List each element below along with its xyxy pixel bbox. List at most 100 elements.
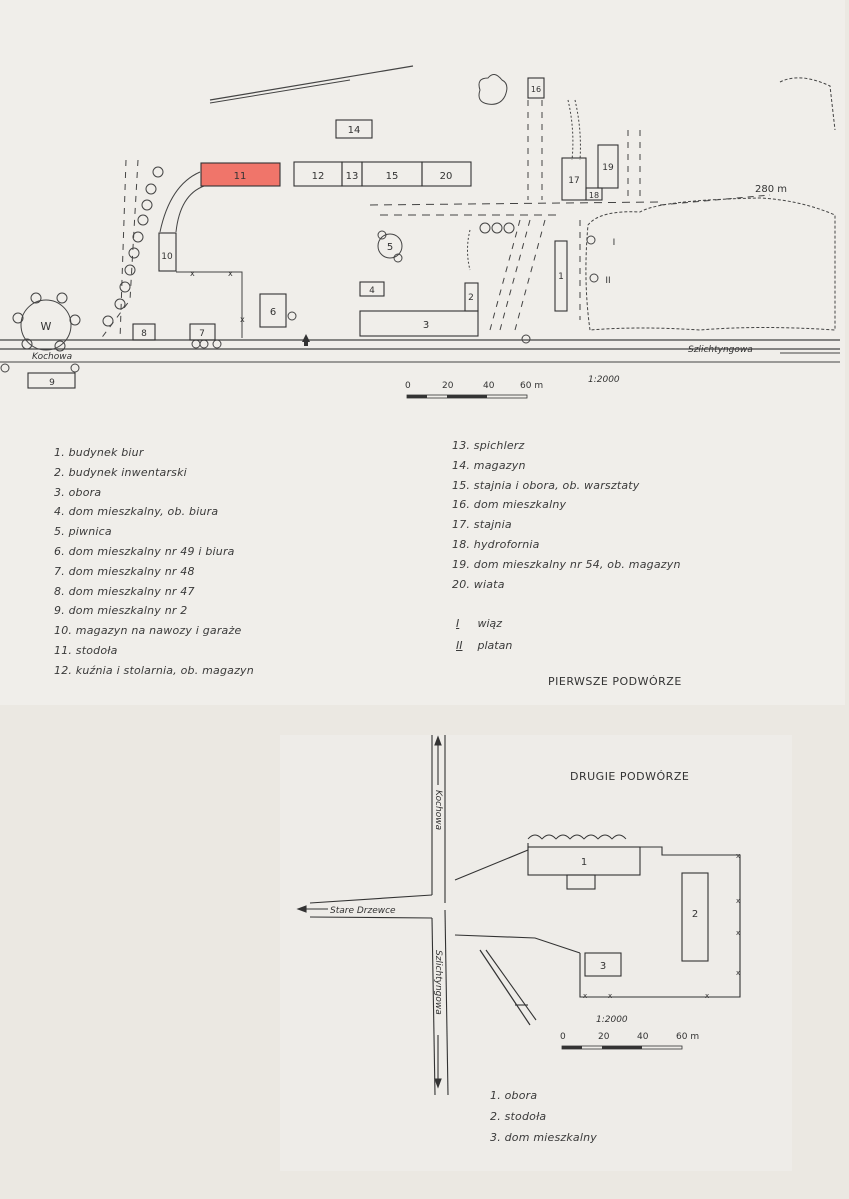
label-19: 19	[602, 163, 614, 173]
label-9: 9	[49, 378, 55, 388]
tree-number: II	[456, 639, 463, 652]
label-13: 13	[346, 171, 359, 182]
legend-item: 9. dom mieszkalny nr 2	[54, 604, 188, 618]
legend-item: 4. dom mieszkalny, ob. biura	[54, 505, 219, 519]
legend-item: 6. dom mieszkalny nr 49 i biura	[54, 544, 235, 558]
label-b2: 2	[692, 909, 698, 920]
legend-item: 11. stodoła	[54, 643, 118, 657]
legend-item: 17. stajnia	[452, 518, 512, 532]
label-11: 11	[234, 171, 247, 182]
label-b3: 3	[600, 961, 606, 972]
legend-item: 5. piwnica	[54, 525, 112, 539]
label-2: 2	[468, 293, 474, 303]
building-9	[27, 372, 76, 389]
scale-bar-top: 0 20 40 60 m 1:2000	[405, 375, 620, 399]
svg-text:x: x	[240, 315, 245, 324]
building-19	[597, 144, 619, 189]
scale-tick-20: 20	[442, 381, 454, 391]
legend-item: 8. dom mieszkalny nr 47	[54, 584, 195, 598]
legend-right: 13. spichlerz 14. magazyn 15. stajnia i …	[452, 436, 681, 594]
legend-item: 3. dom mieszkalny	[490, 1131, 598, 1144]
svg-text:x: x	[736, 852, 740, 860]
scale-tick-60: 60 m	[676, 1032, 699, 1042]
building-16	[527, 77, 545, 99]
label-3: 3	[423, 320, 429, 331]
svg-text:x: x	[736, 897, 740, 905]
scale-ratio-bottom: 1:2000	[596, 1015, 628, 1025]
legend-item: 13. spichlerz	[452, 439, 525, 452]
label-14: 14	[348, 125, 361, 136]
label-1: 1	[558, 272, 564, 282]
legend-item: 3. obora	[54, 485, 102, 499]
svg-text:x: x	[705, 992, 709, 1000]
scale-bar-bottom: 0 20 40 60 m 1:2000	[560, 1015, 699, 1050]
label-4: 4	[369, 286, 375, 296]
legend-item: 18. hydrofornia	[452, 537, 540, 551]
scale-tick-0: 0	[405, 381, 411, 391]
tree-number: I	[456, 617, 460, 630]
label-5: 5	[387, 242, 393, 253]
svg-text:x: x	[190, 269, 195, 278]
label-8: 8	[141, 329, 147, 339]
building-11	[200, 162, 281, 187]
building-b2	[681, 872, 709, 962]
legend-item: 10. magazyn na nawozy i garaże	[54, 624, 242, 638]
building-18	[585, 187, 603, 201]
building-4	[359, 281, 385, 297]
legend-left: 1. budynek biur 2. budynek inwentarski 3…	[54, 443, 254, 681]
building-10	[158, 232, 177, 272]
label-10: 10	[161, 252, 173, 262]
building-7	[189, 323, 216, 341]
street-kochowa-bottom: Kochowa	[433, 790, 443, 830]
scale-tick-20: 20	[598, 1032, 610, 1042]
street-szlichtyngowa-bottom: Szlichtyngowa	[433, 950, 443, 1015]
label-7: 7	[199, 329, 205, 339]
legend-item: 2. stodoła	[490, 1110, 547, 1123]
svg-text:x: x	[736, 969, 740, 977]
tree-label-1: I	[613, 238, 616, 248]
tree-legend-item: II platan	[456, 635, 512, 657]
legend-item: 7. dom mieszkalny nr 48	[54, 564, 195, 578]
building-3	[359, 310, 479, 337]
legend-item: 19. dom mieszkalny nr 54, ob. magazyn	[452, 557, 681, 571]
svg-text:x: x	[608, 992, 612, 1000]
scale-tick-60: 60 m	[520, 381, 543, 391]
scale-ratio-top: 1:2000	[588, 375, 620, 385]
tree-label-2: II	[605, 276, 610, 286]
building-14	[335, 119, 373, 139]
map-first-courtyard: x x x 11 12 13 15 20 14 16	[0, 65, 840, 399]
svg-text:x: x	[228, 269, 233, 278]
label-20: 20	[440, 171, 453, 182]
title-first-courtyard: PIERWSZE PODWÓRZE	[548, 675, 682, 688]
map-second-courtyard: x x x x x x x 1 2 3 Kochowa Szlichtyngow…	[296, 735, 741, 1096]
label-15: 15	[386, 171, 399, 182]
legend-bottom: 1. obora 2. stodoła 3. dom mieszkalny	[490, 1085, 597, 1148]
street-stare-drzewce: Stare Drzewce	[330, 906, 396, 916]
building-20	[421, 161, 472, 187]
label-6: 6	[270, 307, 276, 318]
title-second-courtyard: DRUGIE PODWÓRZE	[570, 770, 690, 783]
tree-legend: I wiąz II platan	[456, 613, 512, 657]
legend-item: 14. magazyn	[452, 458, 526, 472]
scale-tick-40: 40	[637, 1032, 649, 1042]
tree-name: platan	[477, 639, 513, 652]
tree-name: wiąz	[477, 617, 503, 630]
label-12: 12	[312, 171, 325, 182]
legend-item: 12. kuźnia i stolarnia, ob. magazyn	[54, 663, 254, 677]
label-17: 17	[568, 176, 579, 186]
building-17	[561, 157, 587, 201]
svg-text:x: x	[583, 992, 587, 1000]
label-18: 18	[589, 191, 599, 200]
legend-item: 20. wiata	[452, 577, 505, 591]
sheet-first-courtyard: x x x 11 12 13 15 20 14 16	[0, 65, 840, 688]
legend-item: 15. stajnia i obora, ob. warsztaty	[452, 478, 640, 492]
label-b1: 1	[581, 857, 587, 868]
svg-text:x: x	[736, 929, 740, 937]
building-6	[259, 293, 287, 328]
sheet-second-courtyard: x x x x x x x 1 2 3 Kochowa Szlichtyngow…	[280, 735, 792, 1171]
legend-item: 1. obora	[490, 1089, 538, 1102]
legend-item: 2. budynek inwentarski	[54, 465, 187, 479]
scale-tick-0: 0	[560, 1032, 566, 1042]
building-8	[132, 323, 156, 341]
street-kochowa: Kochowa	[32, 352, 72, 362]
